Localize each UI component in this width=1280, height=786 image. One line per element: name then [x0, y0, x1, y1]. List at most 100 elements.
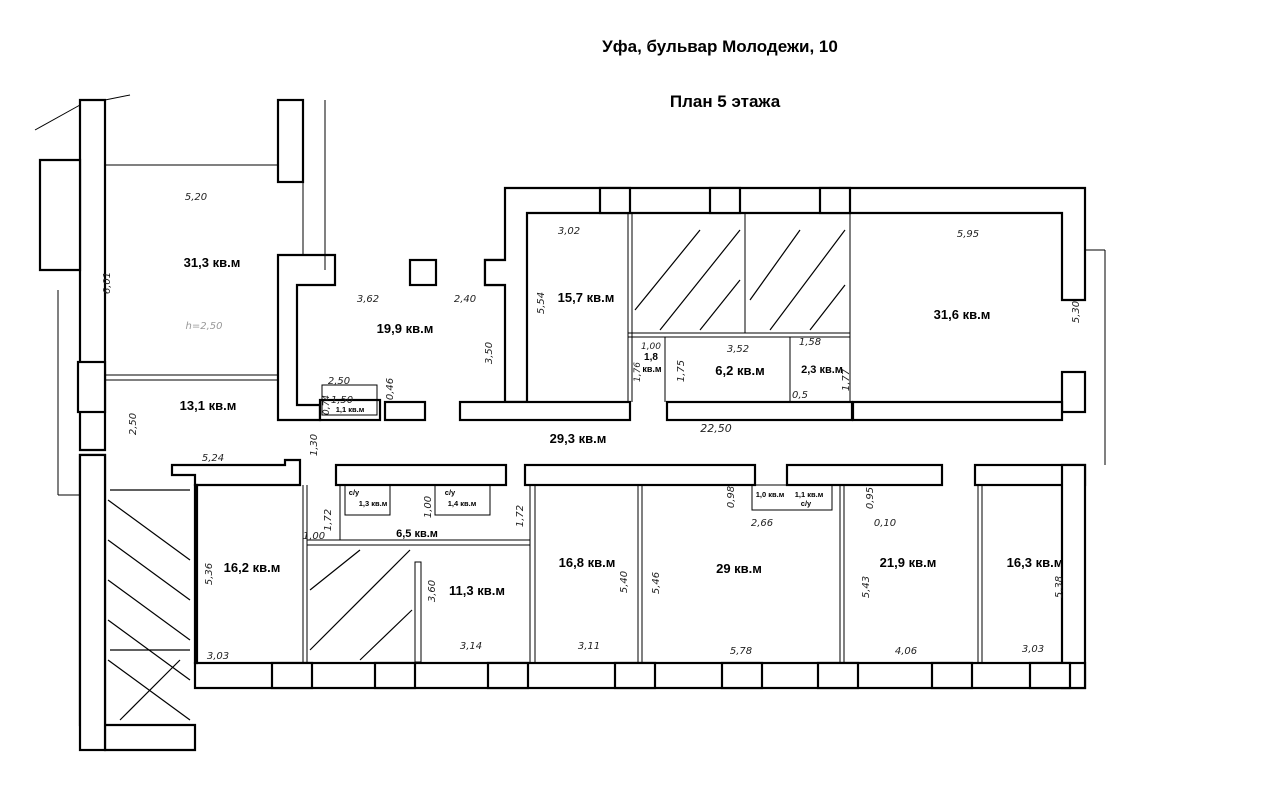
room-area: 6,2 кв.м [715, 363, 764, 378]
wall-room-19-left [276, 253, 337, 422]
wall-seg [851, 400, 1064, 422]
room-area: 31,6 кв.м [934, 307, 991, 322]
dimension: 1,72 [515, 505, 526, 527]
wall-window-pier [1028, 661, 1072, 690]
room-area: 13,1 кв.м [180, 398, 237, 413]
wall-window-pier [486, 661, 530, 690]
room-area: 16,2 кв.м [224, 560, 281, 575]
dimension: 5,46 [651, 572, 662, 594]
wall-stub [38, 158, 82, 272]
wall-pier [408, 258, 438, 287]
dimension: 2,50 [128, 413, 139, 435]
dimension: 6,01 [102, 272, 113, 294]
room-area: 31,3 кв.м [184, 255, 241, 270]
wc-label: с/у [349, 488, 360, 497]
dimension: 0,5 [792, 390, 808, 401]
dimension: 0,46 [385, 378, 396, 400]
dimension: 1,00 [303, 531, 325, 542]
dimension: 1,58 [799, 337, 821, 348]
dimension: 3,60 [427, 580, 438, 602]
dimension: 1,00 [423, 496, 434, 518]
dimension: 3,50 [484, 342, 495, 364]
room-area-unit: кв.м [642, 364, 662, 374]
wall-window-pier [720, 661, 764, 690]
dimension: 3,14 [460, 641, 482, 652]
room-area: 1,1 кв.м [336, 405, 365, 414]
floor-plan-title: План 5 этажа [669, 92, 781, 111]
dimension: 5,36 [204, 563, 215, 585]
wall-seg [665, 400, 854, 422]
dimension: 1,75 [676, 360, 687, 382]
wall-window-pier [930, 661, 974, 690]
room-area: 21,9 кв.м [880, 555, 937, 570]
dimension: 5,30 [1071, 301, 1082, 323]
room-area: 11,3 кв.м [449, 583, 505, 598]
wall-window-pier [598, 186, 632, 215]
dimension: 1,72 [323, 509, 334, 531]
wall-pier [76, 360, 107, 414]
dimension-labels: 5,20 6,01 h=2,50 2,50 5,24 3,62 2,40 3,5… [102, 192, 1082, 662]
dimension: 3,11 [578, 641, 600, 652]
wall-seg [170, 458, 302, 487]
dimension: 3,03 [1022, 644, 1044, 655]
wall-pier [1060, 370, 1087, 414]
dimension: 0,95 [865, 487, 876, 509]
wall-seg [383, 400, 427, 422]
wall-window-pier [708, 186, 742, 215]
dimension: 5,20 [185, 192, 207, 203]
room-area: 16,8 кв.м [559, 555, 616, 570]
wall-room-16-2-left [193, 483, 199, 665]
wall-seg [523, 463, 757, 487]
room-area: 1,3 кв.м [359, 499, 388, 508]
room-area: 2,3 кв.м [801, 364, 843, 376]
room-area: 1,1 кв.м [795, 490, 824, 499]
wall-right-lower [1060, 463, 1087, 690]
dimension: 1,50 [331, 395, 353, 406]
ceiling-height: h=2,50 [186, 321, 223, 332]
dimension: 3,62 [357, 294, 379, 305]
dimension: 5,54 [536, 292, 547, 314]
wall-window-pier [270, 661, 314, 690]
room-area: 29 кв.м [716, 561, 762, 576]
room-area: 16,3 кв.м [1007, 555, 1064, 570]
wc-label: с/у [801, 499, 812, 508]
wall-seg [785, 463, 944, 487]
dimension: 2,40 [454, 294, 476, 305]
dimension: 1,77 [841, 368, 852, 391]
room-area: 29,3 кв.м [550, 431, 607, 446]
room-area: 19,9 кв.м [377, 321, 434, 336]
dimension: 1,30 [309, 434, 320, 456]
shaft-hatching [107, 229, 846, 721]
dimension: 0,74 [322, 395, 332, 415]
dimension: 2,66 [751, 518, 773, 529]
dimension: 3,03 [207, 651, 229, 662]
room-area: 1,0 кв.м [756, 490, 785, 499]
partitions [34, 94, 1106, 663]
wall-window-pier [816, 661, 860, 690]
dimension: 0,10 [874, 518, 896, 529]
room-area: 15,7 кв.м [558, 290, 615, 305]
dimension: 1,76 [633, 362, 643, 382]
dimension: 22,50 [700, 422, 732, 435]
room-area: 1,8 [644, 352, 658, 363]
dimension: 5,40 [619, 571, 630, 593]
address-title: Уфа, бульвар Молодежи, 10 [602, 37, 838, 56]
dimension: 5,78 [730, 646, 752, 657]
room-area: 1,4 кв.м [448, 499, 477, 508]
dimension: 5,24 [202, 453, 224, 464]
dimension: 5,95 [957, 229, 979, 240]
wall-top [483, 186, 1087, 404]
wall-window-pier [373, 661, 417, 690]
dimension: 4,06 [895, 646, 917, 657]
wall-seg [458, 400, 632, 422]
dimension: 3,52 [727, 344, 749, 355]
wall-stair-side [78, 453, 107, 752]
room-area: 6,5 кв.м [396, 528, 438, 540]
dimension: 0,98 [726, 486, 737, 508]
dimension: 3,02 [558, 226, 580, 237]
dimension: 5,43 [861, 576, 872, 598]
wall-seg [334, 463, 508, 487]
dimension: 5,38 [1054, 576, 1065, 598]
wall-window-pier [818, 186, 852, 215]
room-labels: 31,3 кв.м 13,1 кв.м 19,9 кв.м 15,7 кв.м … [180, 255, 1064, 598]
